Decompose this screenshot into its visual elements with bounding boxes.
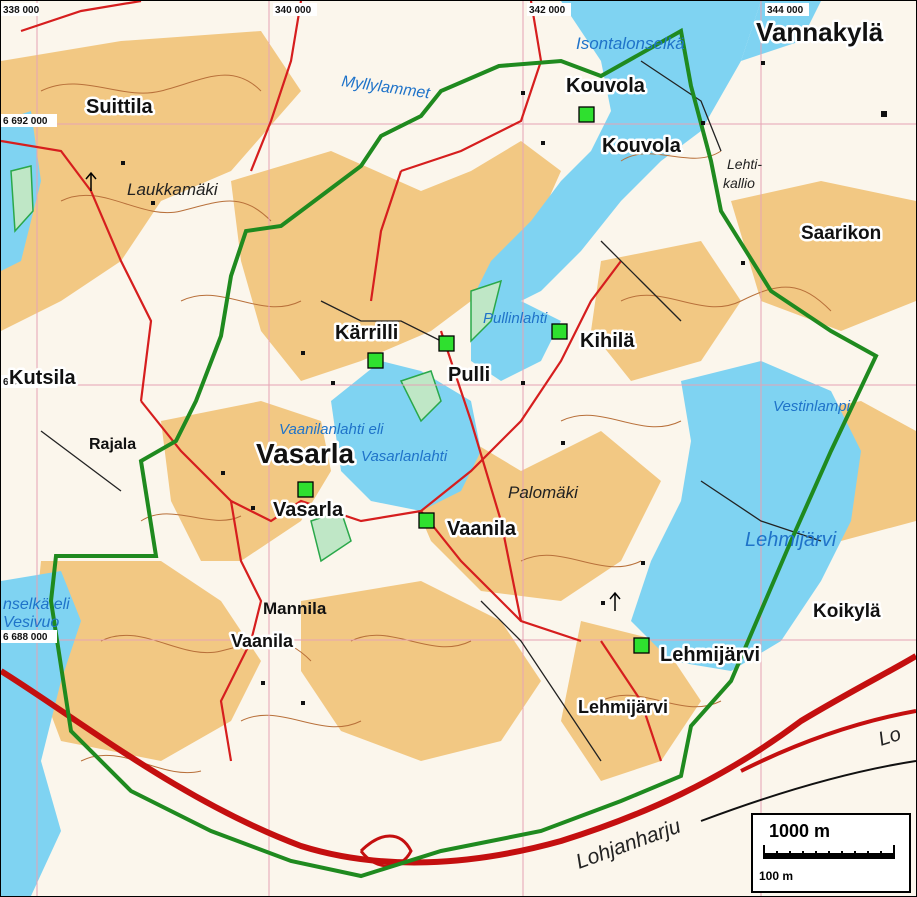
- place-label: Koikylä: [813, 601, 881, 622]
- place-label: Kouvola: [566, 75, 646, 97]
- location-label: Kärrilli: [335, 322, 398, 344]
- place-label: Vasarla: [256, 438, 355, 469]
- scale-tick: [867, 851, 869, 859]
- place-label: Kutsila: [9, 367, 77, 389]
- scale-tick: [789, 851, 791, 859]
- place-label: Vaanila: [231, 631, 294, 651]
- scale-tick: [802, 851, 804, 859]
- location-label: Lehmijärvi: [660, 644, 760, 666]
- water-label: Vaanilanlahti eli: [279, 421, 384, 438]
- water-label: Lehmijärvi: [745, 529, 837, 551]
- location-label: Kouvola: [602, 135, 682, 157]
- water-label: nselkä eli: [3, 596, 70, 613]
- scale-tick: [763, 845, 765, 859]
- area-boundary: [48, 27, 879, 879]
- water-label: Isontalonselkä: [576, 34, 685, 53]
- buildings: [121, 61, 887, 705]
- terrain-label: Palomäki: [508, 483, 579, 502]
- place-labels-small: Rajala Mannila Vaanila Lehmijärvi: [89, 436, 671, 720]
- highway: [1, 653, 916, 868]
- terrain-label: Lehti-: [727, 156, 762, 172]
- grid-y-label: 6 692 000: [3, 116, 48, 127]
- water-label: Vasarlanlahti: [361, 448, 448, 465]
- scale-tick: [815, 851, 817, 859]
- location-marker[interactable]: [418, 512, 435, 529]
- marked-locations[interactable]: Kouvola Kärrilli Pulli Kihilä Vasarla Va…: [271, 106, 763, 669]
- location-marker[interactable]: [297, 481, 314, 498]
- place-label: Vannakylä: [756, 17, 884, 47]
- location-label: Vaanila: [447, 518, 517, 540]
- grid-y-label: 6 688 000: [3, 632, 48, 643]
- location-marker[interactable]: [551, 323, 568, 340]
- grid-x-label: 340 000: [275, 5, 312, 16]
- scale-minor-label: 100 m: [759, 869, 794, 883]
- location-label: Pulli: [448, 364, 490, 386]
- water-label: Pullinlahti: [483, 310, 548, 327]
- grid-y-labels: 6 692 000 6 690 000 6 688 000: [1, 114, 57, 643]
- grid-y-label: 6 690 000: [3, 377, 48, 388]
- grid-x-label: 344 000: [767, 5, 804, 16]
- location-label: Vasarla: [273, 499, 344, 521]
- roads: [1, 1, 663, 762]
- water-label: Vestinlampi: [773, 398, 851, 415]
- place-label: Suittila: [86, 96, 154, 118]
- location-marker[interactable]: [578, 106, 595, 123]
- place-label: Saarikon: [801, 223, 881, 244]
- water-label: Vesivuo: [3, 614, 59, 631]
- location-marker[interactable]: [367, 352, 384, 369]
- scale-tick: [828, 851, 830, 859]
- scale-major-label: 1000 m: [769, 821, 831, 841]
- railway: [700, 760, 916, 822]
- minor-roads: [40, 60, 822, 762]
- grid-x-labels: 338 000 340 000 342 000 344 000: [1, 3, 809, 16]
- field-areas: [1, 31, 916, 781]
- terrain-label: Laukkamäki: [127, 180, 219, 199]
- place-labels-large: Vannakylä Suittila Kouvola Vasarla Kutsi…: [7, 15, 887, 625]
- scale-tick: [841, 851, 843, 859]
- terrain-label: kallio: [723, 175, 755, 191]
- scale-tick: [854, 851, 856, 859]
- map-symbols: [85, 171, 621, 611]
- location-label: Kihilä: [580, 330, 635, 352]
- grid-x-label: 338 000: [3, 5, 40, 16]
- place-label: Mannila: [263, 599, 327, 618]
- scale-tick: [776, 851, 778, 859]
- location-marker[interactable]: [438, 335, 455, 352]
- scale-tick: [880, 851, 882, 859]
- scale-bar: 1000 m 100 m: [751, 813, 911, 893]
- wetlands: [10, 165, 503, 563]
- scale-tick: [893, 845, 895, 859]
- place-label: Rajala: [89, 436, 136, 453]
- grid-x-label: 342 000: [529, 5, 566, 16]
- place-label: Lehmijärvi: [578, 697, 668, 717]
- location-marker[interactable]: [633, 637, 650, 654]
